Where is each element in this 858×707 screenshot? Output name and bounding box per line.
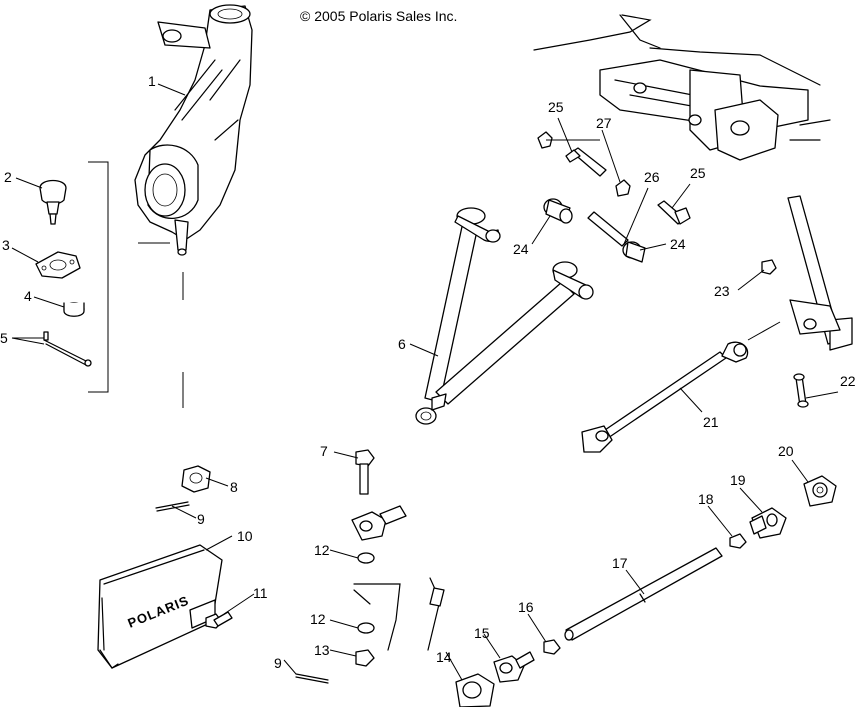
callout-2: 2 [4,169,12,185]
part-nut-18 [729,533,747,549]
copyright-text: © 2005 Polaris Sales Inc. [300,8,457,24]
part-nut-upper [615,179,631,197]
part-pivot-sleeve [587,211,629,247]
part-washer-12a [357,552,375,564]
part-frame-section [533,14,831,161]
part-nut-8 [181,465,211,493]
part-bolt-22 [793,373,809,408]
part-cotter-pin-upper [155,501,190,512]
callout-16: 16 [518,599,534,615]
callout-15: 15 [474,625,490,641]
axis-centerline [138,242,184,408]
part-castle-nut [63,302,85,317]
callout-5: 5 [0,330,8,346]
part-bolt-right [657,200,691,225]
part-bolt-7 [355,449,375,495]
callout-22: 22 [840,373,856,389]
part-bushing-right [622,241,646,263]
part-steering-post [787,195,853,351]
part-lower-bracket [353,577,445,651]
callout-24-left: 24 [513,241,529,257]
callout-13: 13 [314,642,330,658]
callout-27: 27 [596,115,612,131]
callout-9-upper: 9 [197,511,205,527]
part-cotter-pin-lower [295,673,329,684]
kit-bracket [88,161,109,393]
callout-12-upper: 12 [314,542,330,558]
part-nut-23 [761,259,777,275]
callout-9-lower: 9 [274,655,282,671]
part-ball-joint-plate [35,251,81,279]
callout-leaders [11,83,839,681]
part-rod-end-19 [749,507,787,539]
callout-6: 6 [398,336,406,352]
callout-8: 8 [230,479,238,495]
callout-18: 18 [698,491,714,507]
part-rod-end-15 [493,651,535,683]
part-a-arm [415,207,594,425]
callout-12-lower: 12 [310,611,326,627]
callout-21: 21 [703,414,719,430]
part-bolt-11 [205,611,233,629]
callout-20: 20 [778,443,794,459]
callout-4: 4 [24,288,32,304]
part-pivot-block-14 [455,673,495,707]
callout-25-upper: 25 [548,99,564,115]
part-a-arm-guard: POLARIS [97,544,223,669]
part-tie-rod-end-upper [351,505,407,541]
callout-25-right: 25 [690,165,706,181]
part-rod-end-20 [803,475,837,507]
part-ball-joint [39,179,67,225]
callout-numbers: 1 2 3 4 5 6 7 8 9 10 11 12 12 13 9 14 15… [0,73,856,671]
callout-24-right: 24 [670,236,686,252]
callout-17: 17 [612,555,628,571]
part-bushing-left [543,198,573,224]
callout-11: 11 [253,585,268,601]
callout-23: 23 [714,283,730,299]
part-tie-rod [581,321,781,453]
part-nut-13 [355,649,375,667]
callout-14: 14 [436,649,452,665]
callout-1: 1 [148,73,156,89]
part-washer-12b [357,622,375,634]
callout-10: 10 [237,528,253,544]
part-nut-16 [543,639,561,655]
callout-7: 7 [320,443,328,459]
part-bolt-upper [537,131,607,177]
callout-3: 3 [2,237,10,253]
callout-26: 26 [644,169,660,185]
callout-19: 19 [730,472,746,488]
part-steering-knuckle [134,4,253,256]
part-cotter-pin [43,331,92,367]
